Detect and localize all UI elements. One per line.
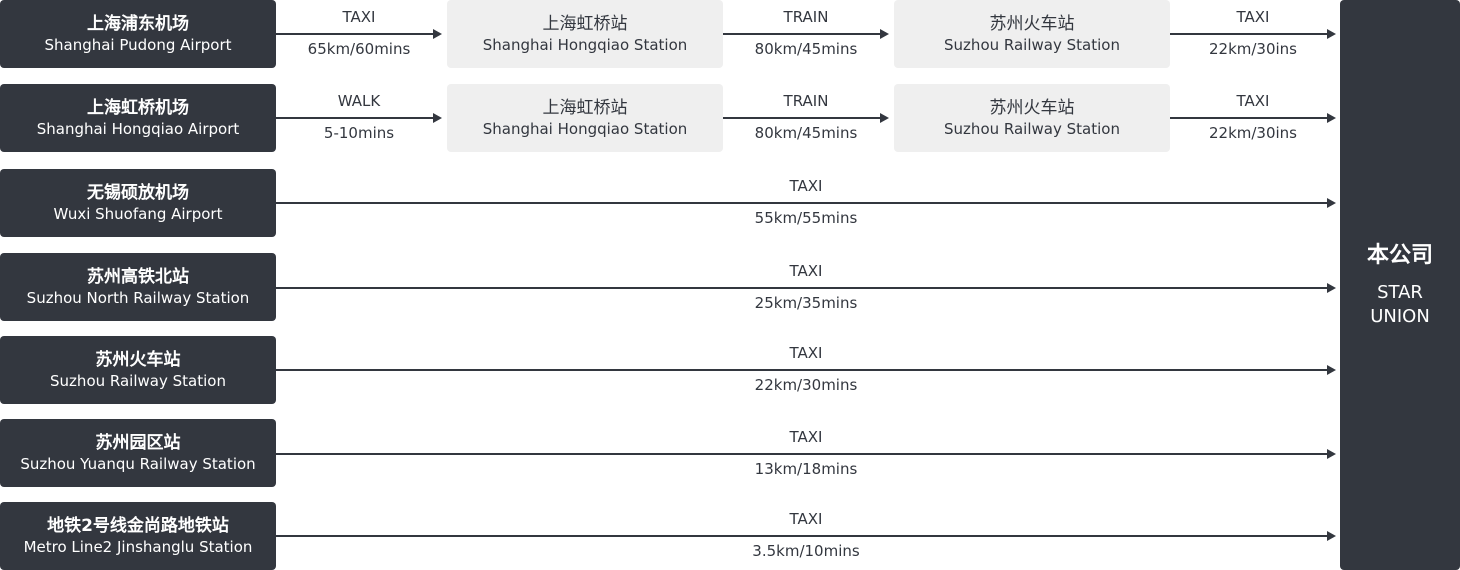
route-segment-arrow: TAXI 3.5km/10mins bbox=[276, 502, 1336, 570]
waypoint-station: 上海虹桥站 Shanghai Hongqiao Station bbox=[447, 0, 723, 68]
arrow-head-icon bbox=[880, 29, 889, 39]
origin-suzhou-north-station: 苏州高铁北站 Suzhou North Railway Station bbox=[0, 253, 276, 321]
origin-name-en: Shanghai Hongqiao Airport bbox=[36, 120, 240, 138]
route-segment-arrow: TAXI 22km/30ins bbox=[1170, 0, 1336, 68]
origin-name-en: Suzhou Railway Station bbox=[50, 372, 226, 390]
origin-name-en: Wuxi Shuofang Airport bbox=[53, 205, 223, 223]
route-segment-arrow: TRAIN 80km/45mins bbox=[723, 0, 889, 68]
origin-name-zh: 上海浦东机场 bbox=[87, 14, 189, 34]
route-segment-arrow: TAXI 22km/30ins bbox=[1170, 84, 1336, 152]
segment-mode: TAXI bbox=[789, 262, 823, 280]
route-segment-arrow: TRAIN 80km/45mins bbox=[723, 84, 889, 152]
origin-name-en: Suzhou North Railway Station bbox=[26, 289, 250, 307]
arrow-head-icon bbox=[433, 113, 442, 123]
origin-wuxi-airport: 无锡硕放机场 Wuxi Shuofang Airport bbox=[0, 169, 276, 237]
route-segment-arrow: TAXI 22km/30mins bbox=[276, 336, 1336, 404]
route-segment-arrow: TAXI 55km/55mins bbox=[276, 169, 1336, 237]
station-name-zh: 苏州火车站 bbox=[989, 14, 1075, 34]
segment-mode: TAXI bbox=[789, 344, 823, 362]
destination-star-union: 本公司 STAR UNION bbox=[1340, 0, 1460, 570]
segment-distance: 25km/35mins bbox=[754, 294, 858, 312]
segment-distance: 3.5km/10mins bbox=[752, 542, 860, 560]
arrow-head-icon bbox=[1327, 449, 1336, 459]
arrow-head-icon bbox=[1327, 198, 1336, 208]
route-segment-arrow: WALK 5-10mins bbox=[276, 84, 442, 152]
origin-name-zh: 苏州园区站 bbox=[95, 433, 181, 453]
arrow-head-icon bbox=[880, 113, 889, 123]
segment-distance: 65km/60mins bbox=[307, 40, 411, 58]
segment-distance: 55km/55mins bbox=[754, 209, 858, 227]
route-segment-arrow: TAXI 13km/18mins bbox=[276, 420, 1336, 488]
waypoint-station: 上海虹桥站 Shanghai Hongqiao Station bbox=[447, 84, 723, 152]
origin-suzhou-railway-station: 苏州火车站 Suzhou Railway Station bbox=[0, 336, 276, 404]
segment-distance: 80km/45mins bbox=[754, 124, 858, 142]
origin-name-en: Shanghai Pudong Airport bbox=[44, 36, 232, 54]
segment-distance: 22km/30ins bbox=[1208, 40, 1297, 58]
arrow-head-icon bbox=[433, 29, 442, 39]
segment-mode: TRAIN bbox=[783, 92, 829, 110]
origin-name-zh: 地铁2号线金尚路地铁站 bbox=[47, 516, 229, 536]
station-name-zh: 上海虹桥站 bbox=[542, 98, 628, 118]
arrow-head-icon bbox=[1327, 365, 1336, 375]
origin-metro-jinshanglu-station: 地铁2号线金尚路地铁站 Metro Line2 Jinshanglu Stati… bbox=[0, 502, 276, 570]
route-segment-arrow: TAXI 65km/60mins bbox=[276, 0, 442, 68]
segment-distance: 13km/18mins bbox=[754, 460, 858, 478]
origin-name-en: Metro Line2 Jinshanglu Station bbox=[23, 538, 253, 556]
route-segment-arrow: TAXI 25km/35mins bbox=[276, 254, 1336, 322]
origin-name-zh: 苏州火车站 bbox=[95, 350, 181, 370]
origin-suzhou-yuanqu-station: 苏州园区站 Suzhou Yuanqu Railway Station bbox=[0, 419, 276, 487]
origin-name-en: Suzhou Yuanqu Railway Station bbox=[20, 455, 256, 473]
waypoint-station: 苏州火车站 Suzhou Railway Station bbox=[894, 0, 1170, 68]
segment-mode: WALK bbox=[337, 92, 381, 110]
segment-distance: 5-10mins bbox=[323, 124, 395, 142]
destination-name-en-line2: UNION bbox=[1370, 306, 1430, 327]
arrow-head-icon bbox=[1327, 29, 1336, 39]
segment-mode: TAXI bbox=[789, 428, 823, 446]
waypoint-station: 苏州火车站 Suzhou Railway Station bbox=[894, 84, 1170, 152]
segment-mode: TRAIN bbox=[783, 8, 829, 26]
arrow-head-icon bbox=[1327, 113, 1336, 123]
segment-mode: TAXI bbox=[1236, 92, 1270, 110]
segment-mode: TAXI bbox=[789, 177, 823, 195]
origin-name-zh: 上海虹桥机场 bbox=[87, 98, 189, 118]
arrow-head-icon bbox=[1327, 531, 1336, 541]
origin-hongqiao-airport: 上海虹桥机场 Shanghai Hongqiao Airport bbox=[0, 84, 276, 152]
segment-mode: TAXI bbox=[789, 510, 823, 528]
segment-mode: TAXI bbox=[342, 8, 376, 26]
segment-distance: 22km/30ins bbox=[1208, 124, 1297, 142]
station-name-zh: 苏州火车站 bbox=[989, 98, 1075, 118]
arrow-head-icon bbox=[1327, 283, 1336, 293]
station-name-zh: 上海虹桥站 bbox=[542, 14, 628, 34]
station-name-en: Suzhou Railway Station bbox=[944, 120, 1120, 138]
origin-pudong-airport: 上海浦东机场 Shanghai Pudong Airport bbox=[0, 0, 276, 68]
station-name-en: Suzhou Railway Station bbox=[944, 36, 1120, 54]
destination-name-zh: 本公司 bbox=[1366, 243, 1433, 268]
segment-mode: TAXI bbox=[1236, 8, 1270, 26]
segment-distance: 80km/45mins bbox=[754, 40, 858, 58]
destination-name-en-line1: STAR bbox=[1377, 282, 1423, 303]
segment-distance: 22km/30mins bbox=[754, 376, 858, 394]
origin-name-zh: 苏州高铁北站 bbox=[87, 267, 189, 287]
station-name-en: Shanghai Hongqiao Station bbox=[482, 36, 688, 54]
origin-name-zh: 无锡硕放机场 bbox=[87, 183, 189, 203]
station-name-en: Shanghai Hongqiao Station bbox=[482, 120, 688, 138]
